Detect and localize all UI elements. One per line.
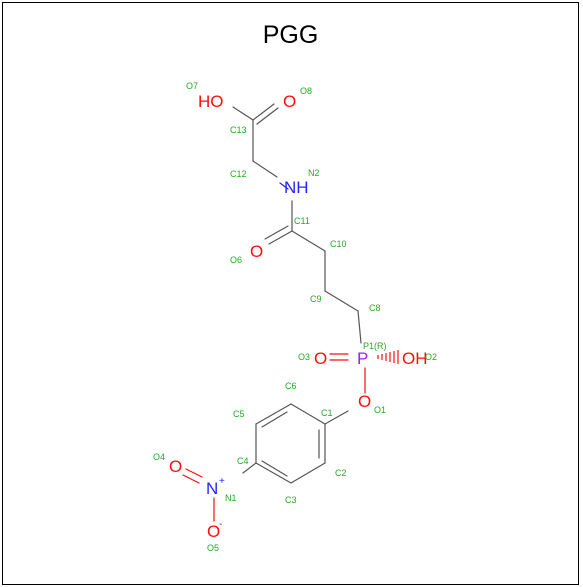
atom-id-o1: O1 — [374, 405, 386, 415]
atom-o5-charge: - — [219, 519, 222, 530]
hashed-wedge-p1-o2 — [377, 350, 399, 364]
atom-id-o4: O4 — [153, 452, 165, 462]
atom-n1-charge: + — [219, 476, 225, 487]
atom-o6-label: O — [250, 242, 263, 261]
bond-c5-c6 — [255, 403, 292, 425]
bond-n1-o4-b — [182, 474, 200, 484]
atom-id-o6: O6 — [230, 255, 242, 265]
atom-o3-label: O — [314, 349, 327, 368]
bond-c1-o1 — [324, 410, 349, 425]
carbon-bonds — [232, 103, 362, 484]
atom-id-c11: C11 — [294, 216, 310, 226]
bond-n2-stub — [279, 182, 289, 190]
bond-c6-c1 — [290, 403, 326, 425]
atom-id-n2: N2 — [308, 168, 320, 178]
atom-o2-label: OH — [402, 349, 428, 368]
atom-id-c9: C9 — [310, 294, 322, 304]
atom-n1-label: N — [206, 479, 218, 498]
bond-c8-p1 — [357, 310, 362, 344]
atom-id-c6: C6 — [285, 381, 297, 391]
bond-c9-c8 — [324, 290, 359, 312]
bond-c3-c4 — [255, 462, 292, 484]
atom-id-o5: O5 — [207, 543, 219, 553]
atom-n2-label: NH — [284, 178, 309, 197]
molecule-title: PGG — [262, 21, 319, 49]
atom-id-c3: C3 — [285, 495, 297, 505]
bond-c13-o8-b — [256, 107, 279, 125]
bond-c12-n2 — [252, 160, 278, 178]
bond-c11-o6-a — [268, 230, 293, 245]
atom-id-o3: O3 — [298, 352, 310, 362]
atom-id-o7: O7 — [186, 81, 198, 91]
atom-id-c2: C2 — [335, 468, 347, 478]
atom-id-c1: C1 — [321, 408, 333, 418]
atom-id-c13: C13 — [230, 125, 247, 135]
bond-c13-o8-a — [252, 103, 275, 121]
hetero-bonds — [182, 182, 366, 522]
atom-o5-label: O — [207, 522, 220, 541]
molecule-diagram: HO O NH O P O OH O N + O O - O7 O8 C13 C… — [153, 81, 437, 553]
bond-c5-c6-inner — [261, 411, 288, 428]
bond-c11-c10 — [291, 230, 326, 252]
atom-p1-label: P — [357, 349, 368, 368]
bond-c3-c4-inner — [261, 460, 288, 477]
atom-id-c5: C5 — [233, 409, 245, 419]
atom-o8-label: O — [283, 92, 296, 111]
atom-id-c10: C10 — [330, 239, 347, 249]
atom-id-c8: C8 — [369, 303, 381, 313]
atom-id-o2: O2 — [425, 352, 437, 362]
bond-c4-n1 — [242, 462, 257, 474]
bond-c13-o7 — [232, 106, 254, 121]
atom-id-c12: C12 — [230, 169, 247, 179]
atom-id-n1: N1 — [225, 493, 237, 503]
atom-id-o8: O8 — [300, 86, 312, 96]
atom-o7-label: HO — [198, 92, 224, 111]
atom-id-p1: P1(R) — [363, 341, 387, 351]
atom-o4-label: O — [169, 457, 182, 476]
atom-o1-label: O — [358, 392, 371, 411]
bond-c2-c3 — [290, 462, 326, 484]
bond-c11-o6-b — [264, 225, 289, 240]
bond-n1-o4-a — [185, 468, 203, 478]
atom-id-c4: C4 — [237, 456, 249, 466]
